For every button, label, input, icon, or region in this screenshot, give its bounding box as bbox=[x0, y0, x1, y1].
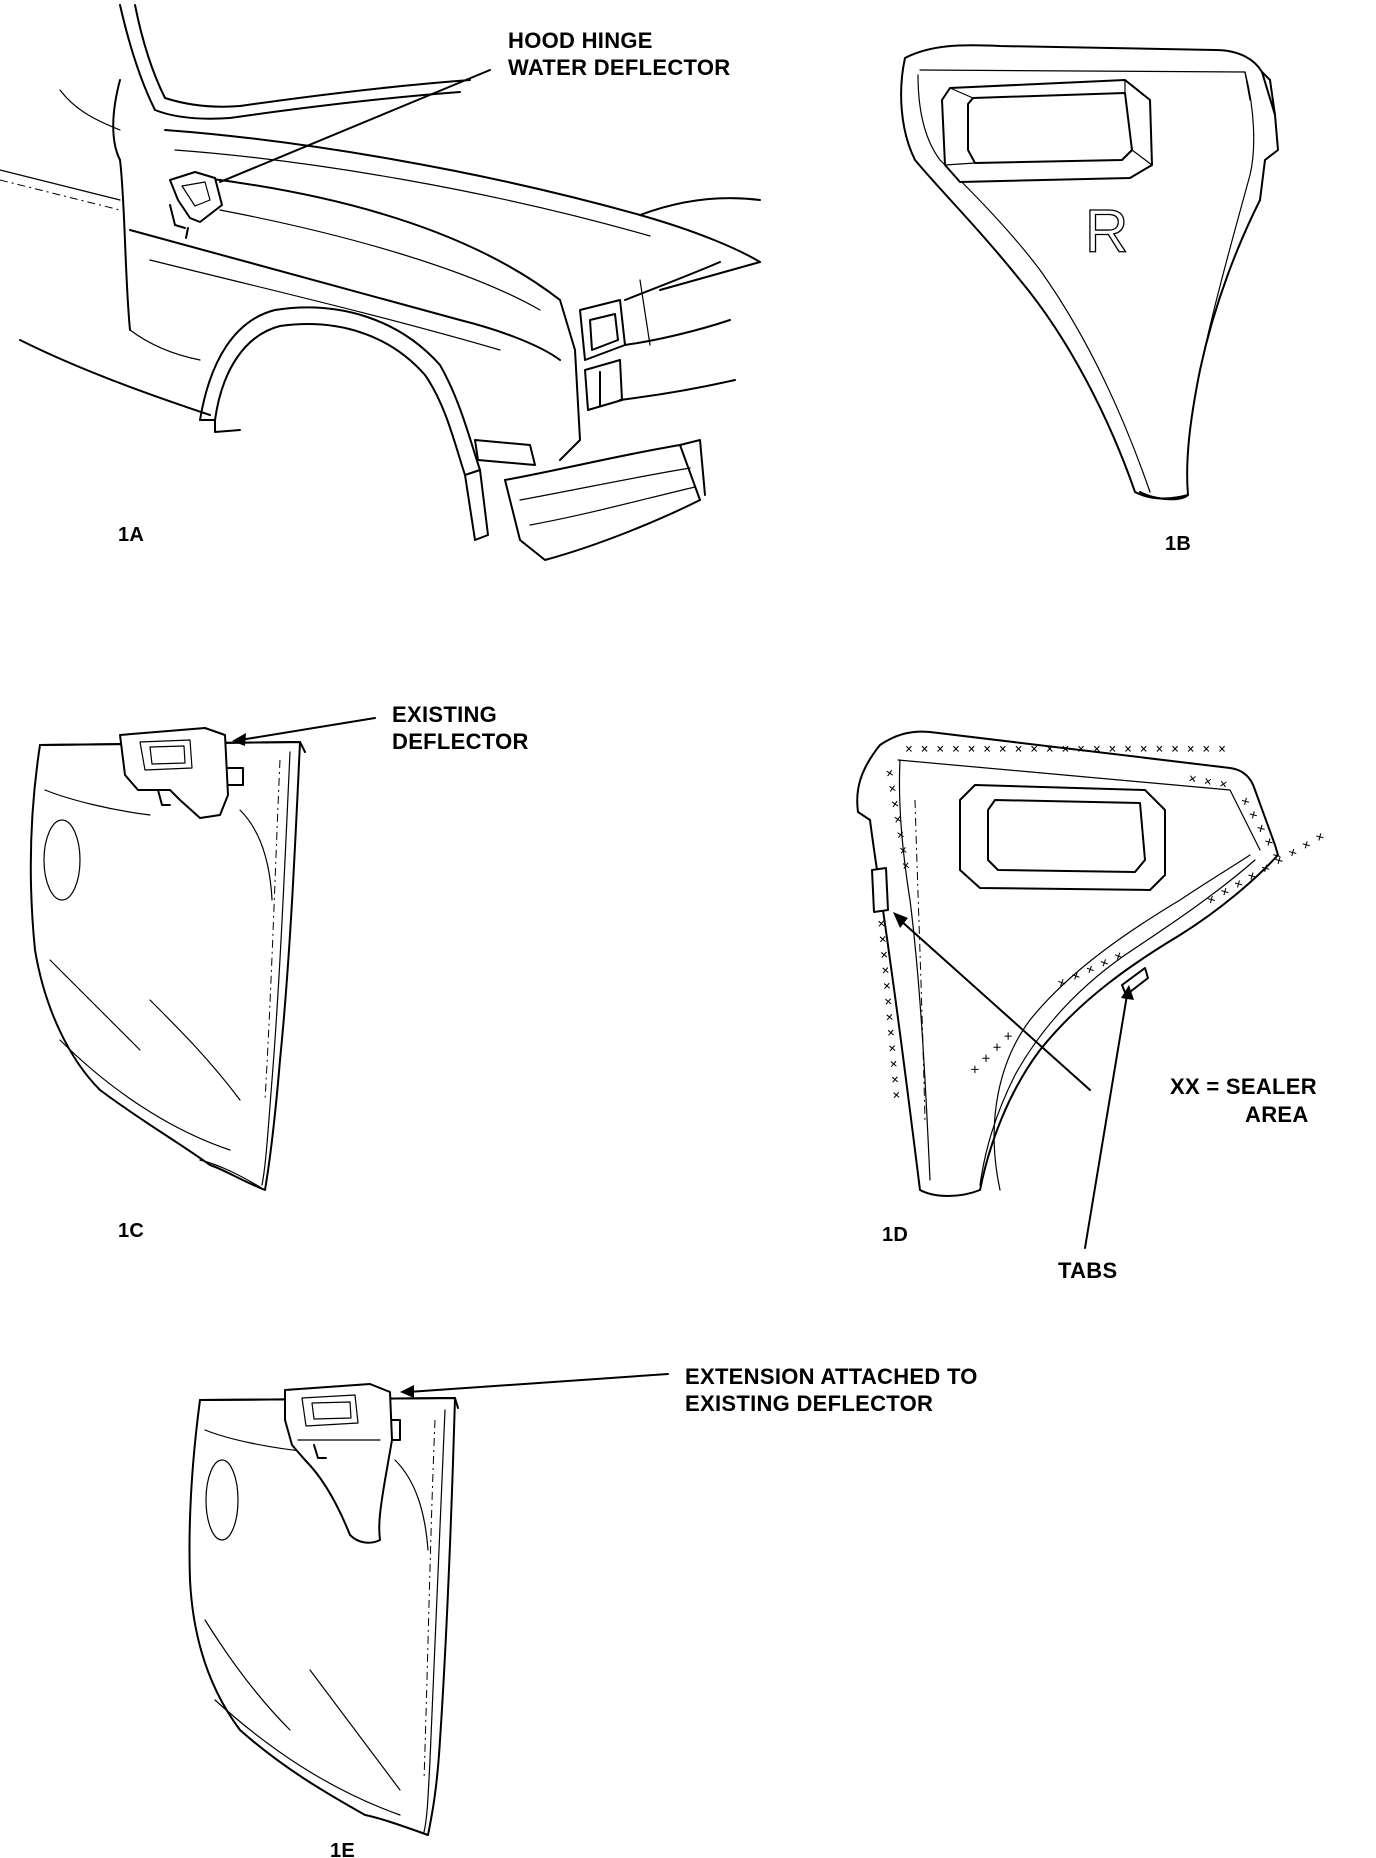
fig-1d-extension-sealer-diagram: × × × × × × × × × × × × × × × × × × × × … bbox=[856, 730, 1327, 1197]
label-extension-line2: EXISTING DEFLECTOR bbox=[685, 1391, 933, 1416]
leader-extension-attached bbox=[407, 1373, 669, 1393]
fig-1e-extension-attached-panel bbox=[188, 1383, 459, 1836]
fig-1a-truck-fender-illustration bbox=[0, 4, 761, 561]
leader-sealer-area bbox=[899, 919, 1091, 1091]
svg-text:× × ×: × × × bbox=[1187, 771, 1228, 793]
fig-1c-inner-fender-panel bbox=[29, 727, 306, 1191]
label-tabs: TABS bbox=[1058, 1258, 1117, 1283]
leader-tabs bbox=[1084, 994, 1128, 1249]
fig-1b-deflector-extension-part bbox=[900, 44, 1279, 501]
label-hood-hinge-line2: WATER DEFLECTOR bbox=[508, 55, 730, 80]
part-mark-r: R bbox=[1085, 198, 1128, 265]
label-existing-line2: DEFLECTOR bbox=[392, 729, 529, 754]
figure-label-1b: 1B bbox=[1165, 533, 1191, 555]
leader-existing-deflector bbox=[239, 717, 376, 741]
leader-hood-hinge bbox=[219, 69, 491, 183]
figure-label-1e: 1E bbox=[330, 1840, 355, 1858]
svg-text:× × × × × × × × × × × × × × ×: × × × × × × × × × × × × × × × × × × × × … bbox=[905, 742, 1226, 757]
figure-label-1a: 1A bbox=[118, 524, 144, 546]
label-sealer-line2: AREA bbox=[1245, 1102, 1309, 1127]
label-sealer-line1: XX = SEALER bbox=[1170, 1074, 1317, 1099]
label-existing-line1: EXISTING bbox=[392, 702, 497, 727]
label-hood-hinge-line1: HOOD HINGE bbox=[508, 28, 653, 53]
figure-label-1c: 1C bbox=[118, 1220, 144, 1242]
figure-label-1d: 1D bbox=[882, 1224, 908, 1246]
label-extension-line1: EXTENSION ATTACHED TO bbox=[685, 1364, 978, 1389]
